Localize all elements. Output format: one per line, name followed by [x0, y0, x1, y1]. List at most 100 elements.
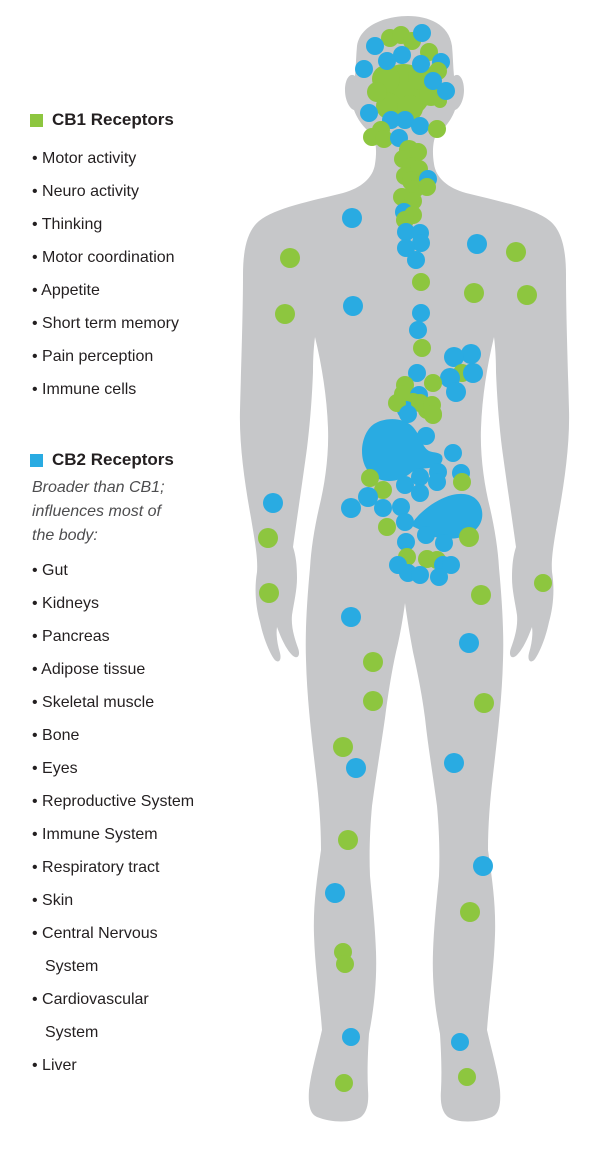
- cb2-receptor-dot: [342, 1028, 360, 1046]
- cb2-receptor-dot: [444, 347, 464, 367]
- cb2-receptor-dot: [437, 82, 455, 100]
- cb2-receptor-dot: [396, 513, 414, 531]
- cb1-receptor-dot: [458, 1068, 476, 1086]
- cb2-receptor-dot: [343, 296, 363, 316]
- cb2-swatch-icon: [30, 453, 43, 467]
- legend-item: Bone: [32, 719, 203, 752]
- cb1-receptor-dot: [471, 585, 491, 605]
- legend-item: Adipose tissue: [32, 653, 203, 686]
- receptor-dots-layer: [258, 24, 552, 1092]
- cb2-receptor-dot: [412, 234, 430, 252]
- cb2-receptor-dot: [451, 1033, 469, 1051]
- cb2-receptor-dot: [467, 234, 487, 254]
- cb1-receptor-dot: [506, 242, 526, 262]
- cb1-receptor-dot: [412, 273, 430, 291]
- cb1-receptor-dot: [453, 473, 471, 491]
- cb2-receptor-dot: [435, 534, 453, 552]
- cb2-receptor-dot: [407, 251, 425, 269]
- cb1-receptor-dot: [428, 120, 446, 138]
- cb2-receptor-dot: [442, 556, 460, 574]
- legend-item: Cardiovascular System: [32, 983, 203, 1049]
- legend-item: Thinking: [32, 208, 245, 241]
- legend-item: Kidneys: [32, 587, 203, 620]
- cb1-receptor-dot: [336, 955, 354, 973]
- stomach-blob: [362, 419, 443, 481]
- legend-item: Short term memory: [32, 307, 245, 340]
- legend-item: Pancreas: [32, 620, 203, 653]
- cb1-receptor-dot: [418, 178, 436, 196]
- cb2-receptor-dot: [428, 473, 446, 491]
- legend-item: Liver: [32, 1049, 203, 1082]
- cb2-receptor-dot: [417, 526, 435, 544]
- cb2-receptor-dot: [463, 363, 483, 383]
- cb2-receptor-dot: [355, 60, 373, 78]
- cb2-receptor-dot: [459, 633, 479, 653]
- cb2-receptor-dot: [409, 321, 427, 339]
- cb2-receptor-dot: [413, 24, 431, 42]
- cb2-receptor-dot: [396, 476, 414, 494]
- cb1-receptor-dot: [378, 518, 396, 536]
- legend-item: Motor activity: [32, 142, 245, 175]
- cb2-receptor-dot: [444, 444, 462, 462]
- cb1-receptor-dot: [474, 693, 494, 713]
- cb1-receptor-dot: [424, 405, 442, 423]
- cb2-receptor-dot: [397, 223, 415, 241]
- cb2-receptor-dot: [392, 498, 410, 516]
- cb2-receptor-dot: [417, 427, 435, 445]
- cb2-receptor-dot: [397, 239, 415, 257]
- cb1-receptor-dot: [424, 374, 442, 392]
- cb1-legend-title: CB1 Receptors: [52, 110, 174, 129]
- cb2-receptor-dot: [341, 607, 361, 627]
- cb1-receptor-dot: [534, 574, 552, 592]
- cb2-receptor-dot: [411, 468, 429, 486]
- cb2-legend: CB2 Receptors Broader than CB1; influenc…: [30, 450, 245, 1082]
- legend-item: Pain perception: [32, 340, 245, 373]
- cb1-receptor-dot: [460, 902, 480, 922]
- legend-item: Reproductive System: [32, 785, 203, 818]
- cb1-receptor-dot: [464, 283, 484, 303]
- cb2-list: GutKidneysPancreasAdipose tissueSkeletal…: [30, 554, 245, 1082]
- cb2-receptor-dot: [412, 55, 430, 73]
- cb2-receptor-dot: [396, 111, 414, 129]
- cb1-legend: CB1 Receptors Motor activityNeuro activi…: [30, 110, 245, 406]
- cb2-receptor-dot: [461, 344, 481, 364]
- cb1-receptor-dot: [333, 737, 353, 757]
- legend-item: Appetite: [32, 274, 245, 307]
- legend-item: Neuro activity: [32, 175, 245, 208]
- cb2-receptor-dot: [263, 493, 283, 513]
- legend-item: Respiratory tract: [32, 851, 203, 884]
- legend-item: Skin: [32, 884, 203, 917]
- legend-item: Immune System: [32, 818, 203, 851]
- cb1-receptor-dot: [363, 691, 383, 711]
- cb1-receptor-dot: [374, 481, 392, 499]
- cb1-receptor-dot: [280, 248, 300, 268]
- cb2-receptor-dot: [341, 498, 361, 518]
- cb2-receptor-dot: [325, 883, 345, 903]
- legend-item: Motor coordination: [32, 241, 245, 274]
- cb1-list: Motor activityNeuro activityThinkingMoto…: [30, 142, 245, 406]
- cb1-receptor-dot: [335, 1074, 353, 1092]
- cb2-legend-note: Broader than CB1; influences most of the…: [32, 479, 165, 544]
- cb1-receptor-dot: [258, 528, 278, 548]
- cb1-receptor-dot: [363, 652, 383, 672]
- cb2-receptor-dot: [374, 499, 392, 517]
- cb1-receptor-dot: [361, 469, 379, 487]
- cb2-receptor-dot: [411, 484, 429, 502]
- cb1-receptor-dot: [375, 130, 393, 148]
- legend-item: Central Nervous System: [32, 917, 203, 983]
- cb2-receptor-dot: [399, 405, 417, 423]
- cb1-receptor-dot: [338, 830, 358, 850]
- legend-item: Gut: [32, 554, 203, 587]
- cb1-receptor-dot: [275, 304, 295, 324]
- cb2-receptor-dot: [346, 758, 366, 778]
- legend-item: Immune cells: [32, 373, 245, 406]
- cb1-swatch-icon: [30, 113, 43, 127]
- cb2-receptor-dot: [393, 46, 411, 64]
- cb1-receptor-dot: [259, 583, 279, 603]
- cb2-receptor-dot: [360, 104, 378, 122]
- cb2-receptor-dot: [411, 566, 429, 584]
- cb1-receptor-dot: [459, 527, 479, 547]
- cb2-receptor-dot: [366, 37, 384, 55]
- cb2-receptor-dot: [412, 304, 430, 322]
